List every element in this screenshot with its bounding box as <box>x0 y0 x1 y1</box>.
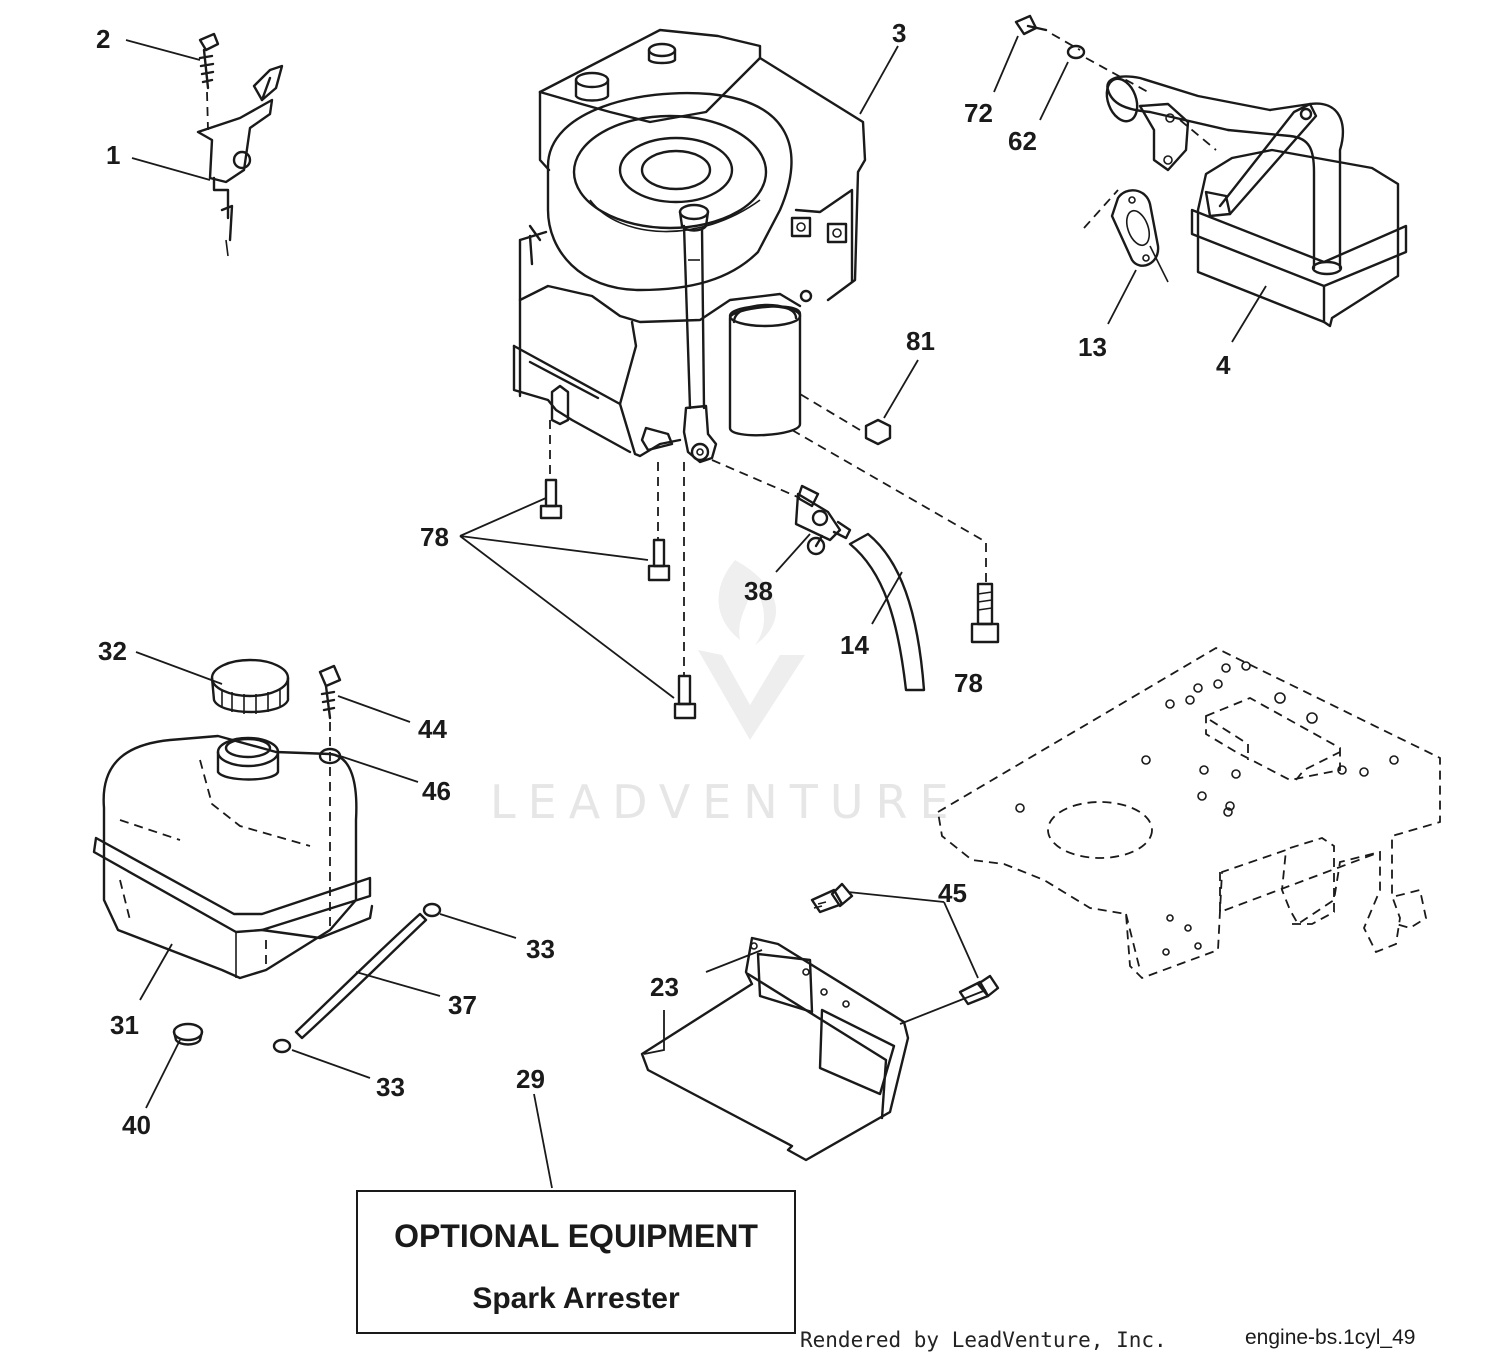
leader-lines <box>125 35 1267 1189</box>
callout-4: 4 <box>1216 350 1231 380</box>
callout-2: 2 <box>96 24 110 54</box>
optional-equipment-box: OPTIONAL EQUIPMENT Spark Arrester <box>356 1190 796 1334</box>
callout-3: 3 <box>892 18 906 48</box>
callout-23: 23 <box>650 972 679 1002</box>
fuel-tank-assembly <box>92 658 442 1054</box>
callout-72: 72 <box>964 98 993 128</box>
callout-37: 37 <box>448 990 477 1020</box>
callout-38: 38 <box>744 576 773 606</box>
engine-assembly <box>512 28 867 464</box>
callout-numbers: 1 2 3 72 62 13 4 81 78 38 14 78 32 44 46… <box>96 18 1231 1140</box>
heat-shield <box>640 882 1000 1162</box>
tractor-frame <box>937 646 1441 980</box>
callout-29: 29 <box>516 1064 545 1094</box>
optional-equipment-subtitle: Spark Arrester <box>472 1282 680 1315</box>
callout-81: 81 <box>906 326 935 356</box>
callout-32: 32 <box>98 636 127 666</box>
callout-78-left: 78 <box>420 522 449 552</box>
callout-33-upper: 33 <box>526 934 555 964</box>
callout-62: 62 <box>1008 126 1037 156</box>
diagram-code: engine-bs.1cyl_49 <box>1245 1326 1416 1349</box>
throttle-control-bracket <box>196 32 284 257</box>
watermark: LEADVENTURE <box>490 560 961 829</box>
callout-14: 14 <box>840 630 869 660</box>
callout-40: 40 <box>122 1110 151 1140</box>
callout-45: 45 <box>938 878 967 908</box>
callout-78-right: 78 <box>954 668 983 698</box>
muffler-assembly <box>1014 14 1408 328</box>
callout-31: 31 <box>110 1010 139 1040</box>
callout-1: 1 <box>106 140 120 170</box>
callout-46: 46 <box>422 776 451 806</box>
callout-33-lower: 33 <box>376 1072 405 1102</box>
engine-mounting-hardware <box>539 393 1000 720</box>
rendered-by-credit: Rendered by LeadVenture, Inc. <box>800 1328 1167 1352</box>
callout-13: 13 <box>1078 332 1107 362</box>
optional-equipment-title: OPTIONAL EQUIPMENT <box>394 1218 758 1254</box>
watermark-text: LEADVENTURE <box>490 775 961 829</box>
callout-44: 44 <box>418 714 447 744</box>
